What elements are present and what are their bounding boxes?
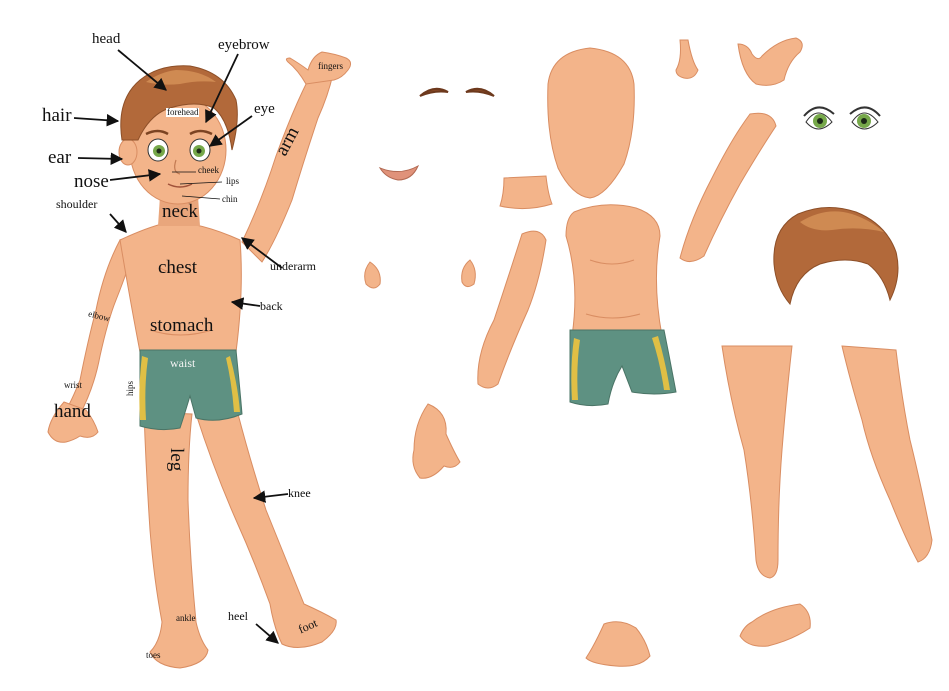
cutout-ear-right: [462, 260, 476, 287]
cutout-leg-right: [842, 346, 932, 562]
label-stomach: stomach: [150, 316, 213, 335]
label-waist: waist: [170, 357, 195, 369]
cutout-neck: [500, 176, 552, 209]
cutout-forearm: [680, 113, 776, 261]
label-wrist: wrist: [64, 381, 82, 390]
cutout-nose: [676, 40, 698, 78]
label-head: head: [92, 32, 120, 47]
cutout-foot-left: [586, 622, 650, 667]
cutout-face: [548, 48, 635, 198]
boy-raised-arm: [242, 70, 333, 262]
label-cheek: cheek: [198, 166, 219, 175]
cutout-eyes: [804, 107, 880, 129]
cutout-torso: [566, 205, 662, 336]
labeled-boy-figure: [48, 52, 351, 668]
label-heel: heel: [228, 610, 248, 622]
label-shoulder: shoulder: [56, 198, 97, 210]
label-underarm: underarm: [270, 260, 316, 272]
cutout-ear-left: [365, 262, 381, 288]
label-forehead: forehead: [166, 108, 199, 117]
label-back: back: [260, 300, 283, 312]
label-ear: ear: [48, 148, 71, 167]
label-eye: eye: [254, 102, 275, 117]
cutout-arm: [478, 231, 546, 388]
label-neck: neck: [162, 202, 198, 221]
label-fingers: fingers: [318, 62, 343, 71]
cutout-foot-right: [740, 604, 810, 646]
label-chin: chin: [222, 195, 238, 204]
label-lips: lips: [226, 177, 239, 186]
label-eyebrow: eyebrow: [218, 38, 270, 53]
label-knee: knee: [288, 487, 311, 499]
label-hips: hips: [126, 381, 135, 396]
cutout-mouth: [380, 166, 418, 180]
label-chest: chest: [158, 258, 197, 277]
label-nose: nose: [74, 172, 109, 191]
cutout-lower-hand: [413, 404, 460, 478]
cutout-parts: [365, 38, 932, 666]
label-leg: leg: [167, 448, 186, 471]
boy-right-leg: [196, 414, 336, 648]
cutout-hand: [738, 38, 802, 85]
cutout-eyebrow-left: [420, 89, 448, 96]
cutout-leg-left: [722, 346, 792, 578]
label-toes: toes: [146, 651, 161, 660]
label-ankle: ankle: [176, 614, 196, 623]
cutout-eyebrow-right: [466, 89, 494, 96]
label-hair: hair: [42, 106, 72, 125]
label-hand: hand: [54, 402, 91, 421]
